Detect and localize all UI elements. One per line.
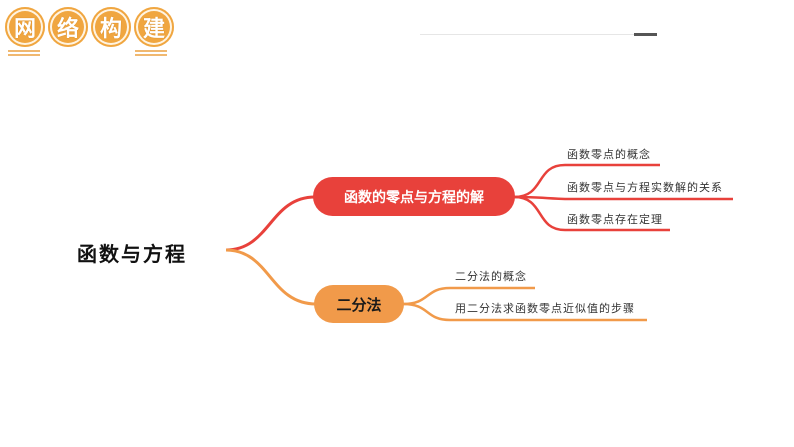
leaf-node: 函数零点的概念 <box>567 148 651 161</box>
decor-line <box>135 54 167 56</box>
decor-line <box>8 54 40 56</box>
leaf-node: 用二分法求函数零点近似值的步骤 <box>455 302 635 315</box>
mindmap-root: 函数与方程 <box>77 242 187 266</box>
header-accent-bar <box>634 33 657 36</box>
title-badge: 网 <box>5 7 45 47</box>
title-badge: 建 <box>134 7 174 47</box>
section-title-badges: 网 络 构 建 <box>5 7 174 47</box>
leaf-node: 函数零点存在定理 <box>567 213 663 226</box>
leaf-node: 二分法的概念 <box>455 270 527 283</box>
branch-node-bisection: 二分法 <box>314 285 404 323</box>
header-divider <box>420 34 636 35</box>
title-badge: 构 <box>91 7 131 47</box>
decor-line <box>135 50 167 52</box>
title-badge: 络 <box>48 7 88 47</box>
leaf-node: 函数零点与方程实数解的关系 <box>567 181 723 194</box>
decor-line <box>8 50 40 52</box>
branch-node-zeros: 函数的零点与方程的解 <box>313 177 515 216</box>
